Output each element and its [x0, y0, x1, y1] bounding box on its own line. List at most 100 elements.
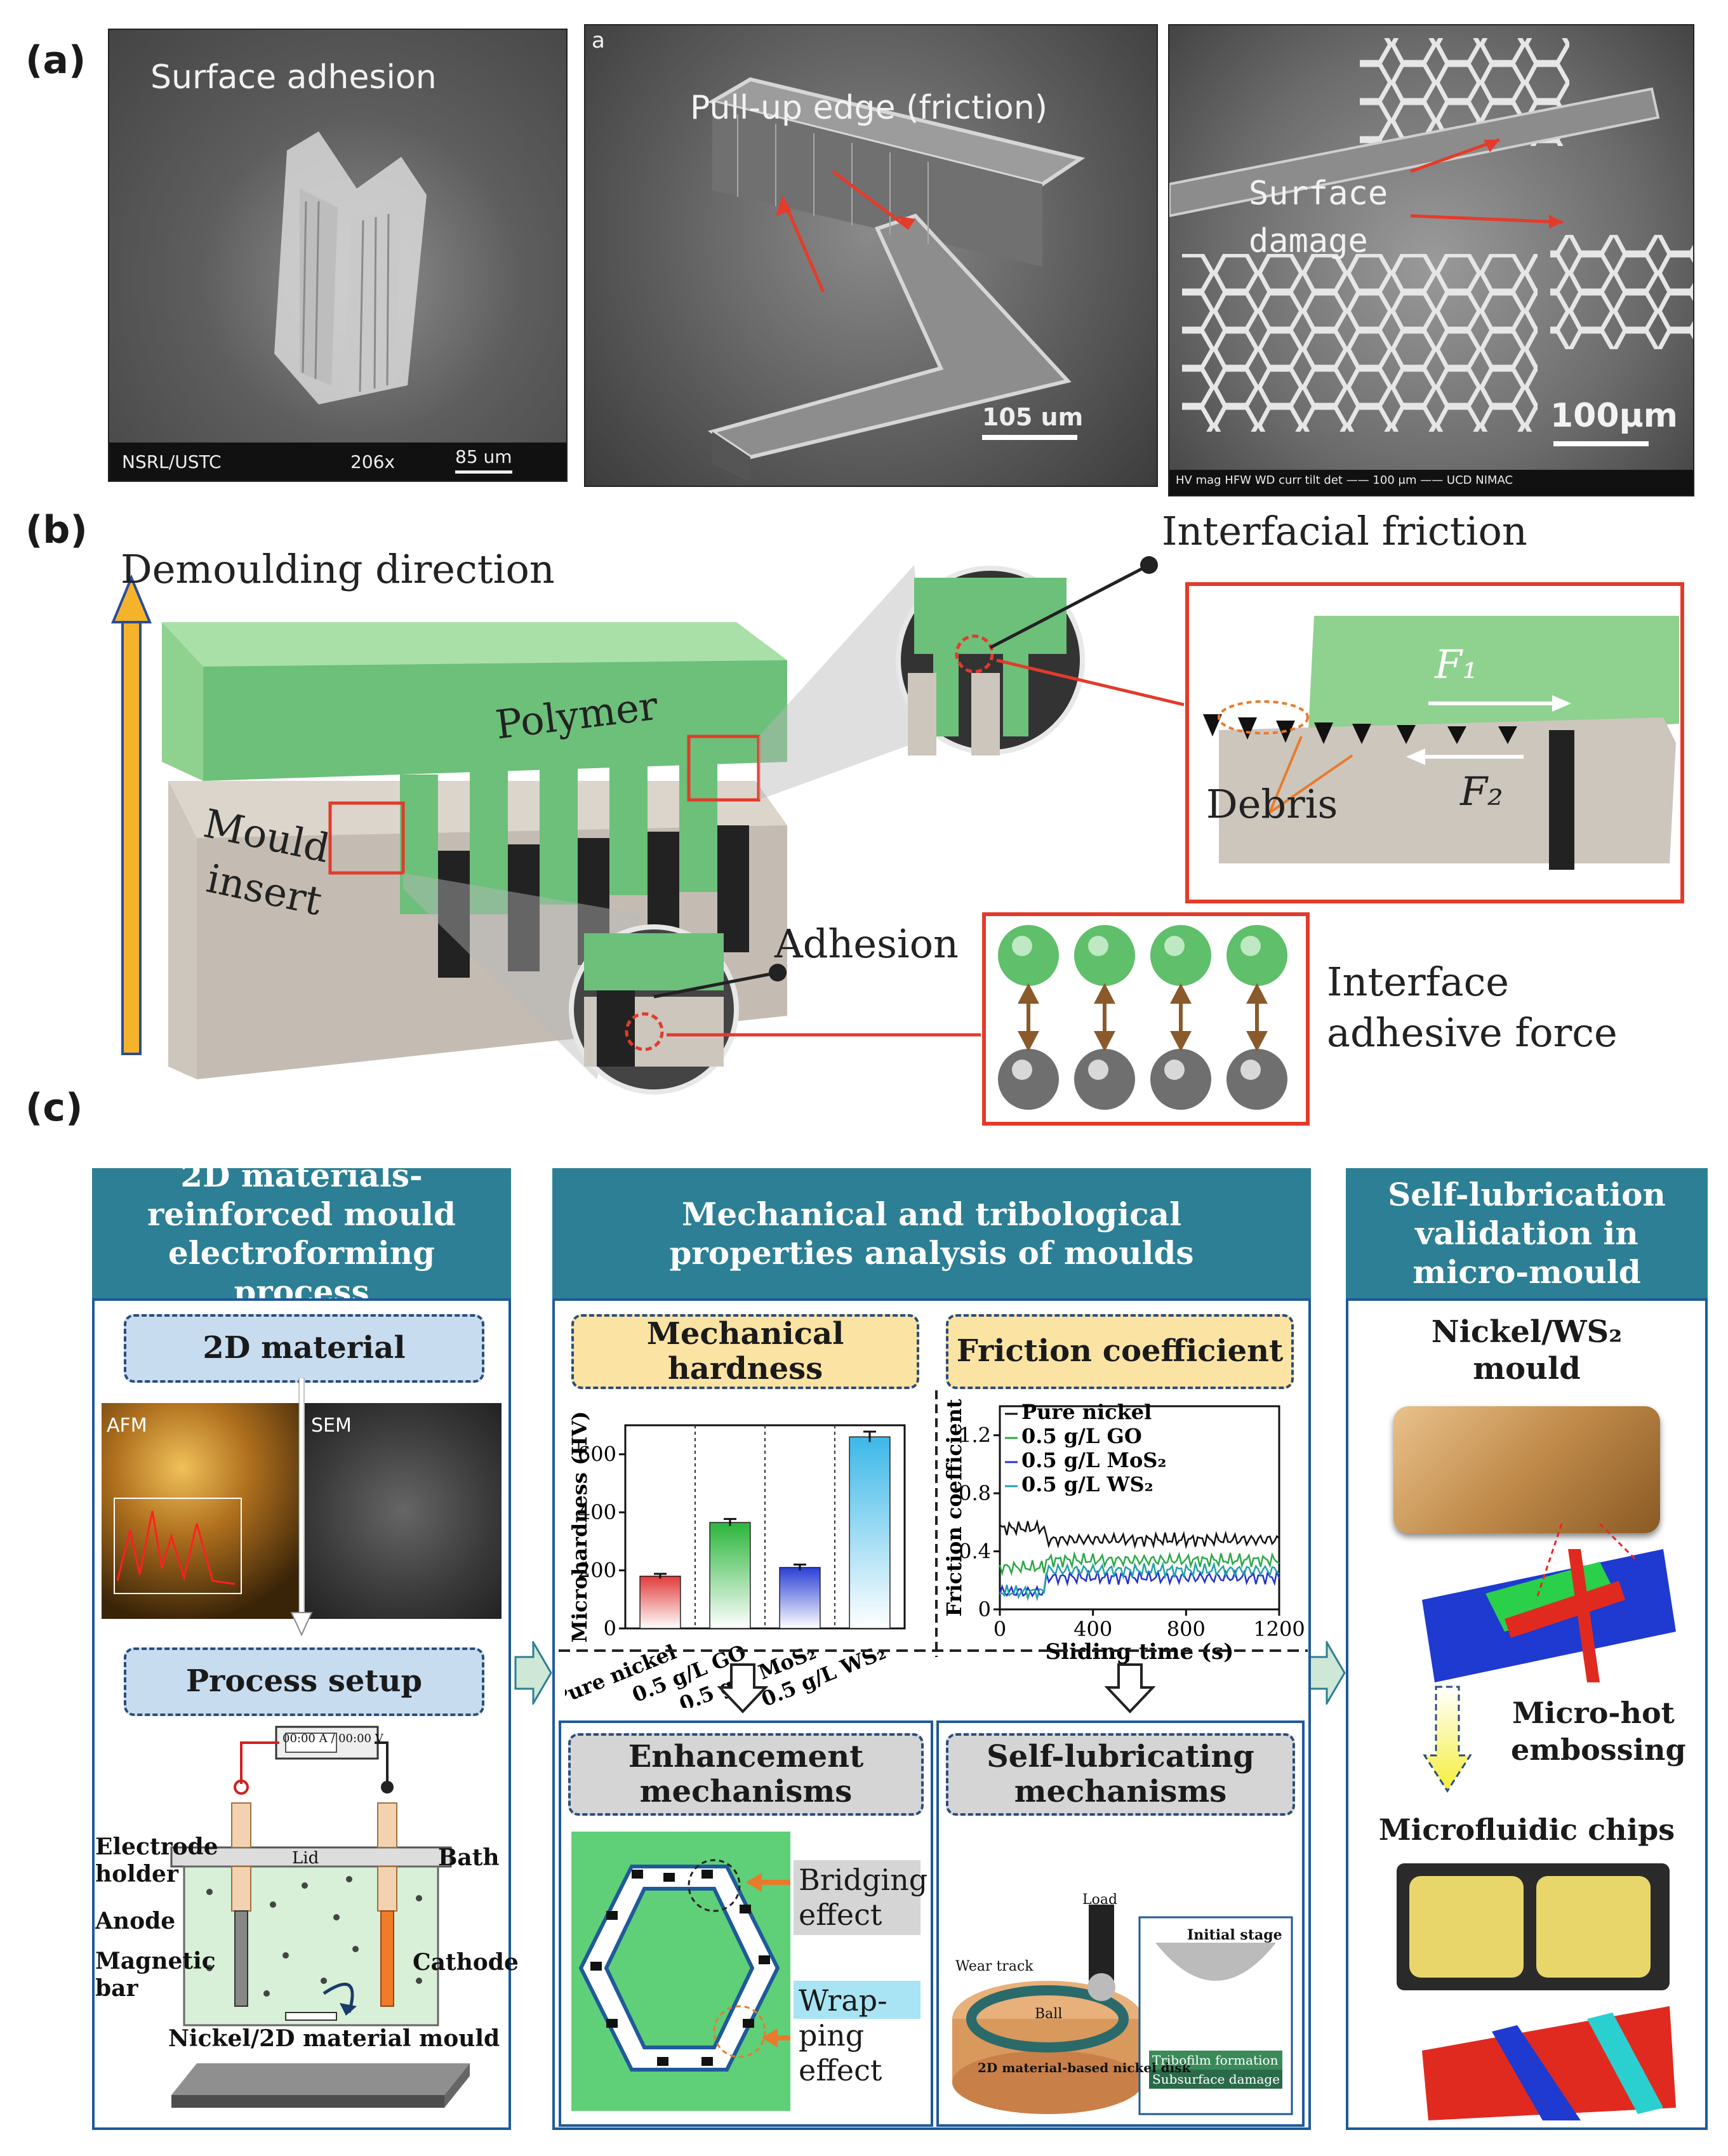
y-tick-label: 1.2 — [959, 1423, 991, 1447]
force-f2-label: F₂ — [1460, 768, 1503, 815]
nickel-mould-photo — [1393, 1406, 1660, 1533]
legend-label: Pure nickel — [1021, 1400, 1152, 1424]
dashed-divider — [559, 1649, 1308, 1652]
friction-series-line — [999, 1519, 1280, 1550]
col2-sub-self-lubricating: Self-lubricating mechanisms — [946, 1733, 1295, 1816]
sem-small-label: SEM — [311, 1414, 352, 1437]
wear-track-label: Wear track — [955, 1959, 1033, 1974]
y-tick-label: 0.4 — [959, 1540, 991, 1564]
friction-series-line — [999, 1551, 1280, 1576]
sem-footer-left: NSRL/USTC — [122, 451, 222, 472]
simulation-3d-plot-1 — [1422, 1524, 1676, 1682]
interface-adhesive-force-label-2: adhesive force — [1327, 1009, 1618, 1056]
demoulding-diagram — [111, 556, 1684, 1126]
down-arrow-hollow-1 — [717, 1663, 768, 1713]
sem-title-surface-adhesion: Surface adhesion — [150, 58, 437, 96]
sem-title-surface-damage-1: Surface — [1249, 175, 1388, 213]
plot-frame — [999, 1405, 1280, 1611]
sem-image-pull-up-edge: a Pull-up edge (friction) 105 um — [584, 24, 1158, 487]
y-tick-label: 0.8 — [959, 1481, 991, 1505]
legend-label: 0.5 g/L WS₂ — [1021, 1472, 1153, 1496]
demoulding-direction-label: Demoulding direction — [121, 546, 555, 592]
meter-readout: 00:00 A / 00:00 V — [282, 1732, 383, 1745]
micro-hot-embossing-label: Micro-hot embossing — [1511, 1696, 1686, 1767]
microfluidic-chips-label: Microfluidic chips — [1378, 1813, 1675, 1847]
sem-scale-label-2: 105 um — [982, 403, 1084, 431]
initial-stage-label: Initial stage — [1187, 1927, 1282, 1943]
sem-scale-label: 85 um — [455, 446, 512, 467]
x-tick-label: 0 — [994, 1617, 1006, 1641]
hardness-bar — [779, 1567, 821, 1629]
friction-series-line — [999, 1560, 1280, 1602]
nickel-2d-mould-label: Nickel/2D material mould — [168, 2025, 500, 2052]
col2-header: Mechanical and tribological properties a… — [552, 1168, 1311, 1298]
scale-bar — [455, 470, 512, 474]
self-lubricating-box — [936, 1720, 1305, 2127]
honeycomb-pattern-icon — [1169, 38, 1693, 432]
friction-series-line — [999, 1568, 1280, 1598]
nickel-ws2-mould-title: Nickel/WS₂ mould — [1431, 1314, 1623, 1387]
sem-footer-bar-3: HV mag HFW WD curr tilt det —— 100 μm ——… — [1169, 470, 1693, 495]
scale-bar-3 — [1553, 441, 1649, 446]
chip-right — [1536, 1876, 1651, 1978]
ball-label: Ball — [1035, 2006, 1063, 2022]
wrapping-effect-label: Wrap-ping effect — [794, 1981, 920, 2091]
electrode-holder-label: Electrode holder — [95, 1833, 218, 1888]
legend-label: 0.5 g/L MoS₂ — [1021, 1448, 1166, 1472]
cathode-label: Cathode — [413, 1949, 519, 1976]
interfacial-friction-label: Interfacial friction — [1162, 508, 1527, 554]
legend-label: 0.5 g/L GO — [1021, 1424, 1142, 1448]
sem-footer-bar: NSRL/USTC 206x 85 um — [109, 443, 566, 481]
sem-corner-label: a — [592, 28, 605, 53]
sem-title-pull-up-edge: Pull-up edge (friction) — [690, 89, 1047, 127]
chip-left — [1409, 1876, 1524, 1978]
anode-label: Anode — [95, 1908, 176, 1934]
col2-sub-enhancement: Enhancement mechanisms — [568, 1733, 924, 1816]
panel-a-label: (a) — [25, 38, 86, 83]
disk-label: 2D material-based nickel disk — [978, 2060, 1191, 2075]
down-gradient-arrow-icon — [1423, 1686, 1472, 1793]
y-tick-label: 600 — [578, 1442, 616, 1467]
panel-b-label: (b) — [25, 508, 88, 552]
lid-label: Lid — [292, 1849, 319, 1868]
x-tick-label: 800 — [1167, 1617, 1206, 1641]
col2-sub-hardness: Mechanical hardness — [571, 1314, 919, 1389]
enhancement-hexagon-diagram — [571, 1832, 790, 2111]
col1-sub-process-setup: Process setup — [124, 1647, 484, 1716]
sem-title-surface-damage-2: damage — [1249, 222, 1368, 260]
y-axis-label: Friction coefficient — [942, 1399, 966, 1616]
y-tick-label: 0 — [978, 1597, 991, 1621]
x-tick-label: 1200 — [1253, 1617, 1305, 1641]
down-arrow-icon — [290, 1378, 313, 1637]
tribofilm-label: Tribofilm formation — [1152, 2053, 1279, 2068]
electroforming-setup-diagram — [170, 1726, 452, 2026]
right-arrow-icon-2 — [1308, 1641, 1346, 1705]
simulation-3d-plot-2 — [1422, 2006, 1676, 2120]
mould-plate-icon — [171, 2063, 470, 2108]
bath-label: Bath — [438, 1844, 500, 1871]
down-arrow-hollow-2 — [1105, 1663, 1155, 1713]
bridging-effect-label: Bridging effect — [794, 1860, 927, 1936]
col2-sub-friction: Friction coefficient — [946, 1314, 1294, 1389]
sem-footer-3: HV mag HFW WD curr tilt det —— 100 μm ——… — [1176, 474, 1513, 487]
hardness-bar — [849, 1436, 891, 1629]
col3-header: Self-lubrication validation in micro-mou… — [1346, 1168, 1708, 1298]
sem-image-surface-damage: Surface damage 100μm HV mag HFW WD curr … — [1168, 24, 1694, 496]
col1-sub-2d-material: 2D material — [124, 1314, 484, 1383]
sem-image-surface-adhesion: Surface adhesion NSRL/USTC 206x 85 um — [108, 29, 568, 482]
afm-profile-icon — [114, 1498, 242, 1594]
interface-adhesive-force-label-1: Interface — [1327, 959, 1509, 1005]
self-lubricating-diagram — [952, 1905, 1293, 2115]
adhesion-pillar-icon — [274, 131, 427, 404]
col1-header: 2D materials-reinforced mould electrofor… — [92, 1157, 511, 1310]
afm-label: AFM — [107, 1414, 147, 1437]
afm-image: AFM — [102, 1403, 302, 1619]
sem-footer-mag: 206x — [350, 451, 395, 472]
hardness-bar — [639, 1575, 681, 1629]
scale-bar-2 — [982, 435, 1077, 440]
hardness-bar — [709, 1522, 751, 1629]
sem-small-image: SEM — [305, 1403, 502, 1619]
debris-label: Debris — [1206, 781, 1338, 827]
